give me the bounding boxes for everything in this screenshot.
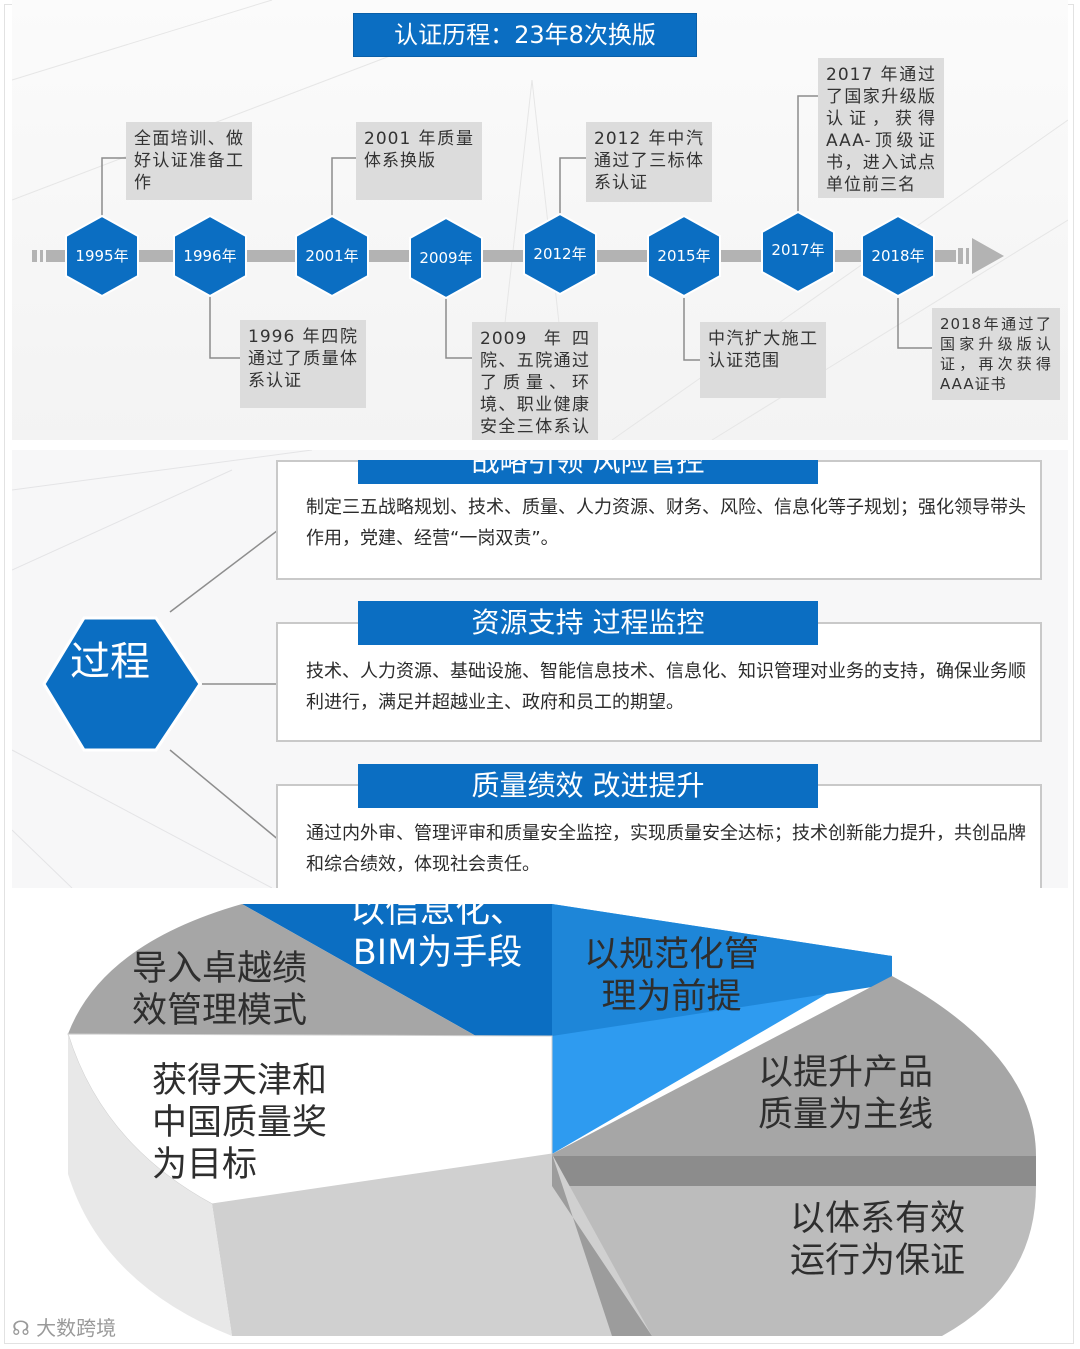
pie-label-line: 以信息化、 xyxy=(350,890,525,932)
watermark: ☊ 大数跨境 xyxy=(12,1312,116,1341)
timeline-note: 中汽扩大施工认证范围 xyxy=(700,322,826,398)
pie-label-line: 以提升产品 xyxy=(758,1052,933,1094)
year-label: 2009年 xyxy=(406,248,486,268)
pie-label-line: 中国质量奖 xyxy=(152,1102,327,1144)
year-label: 2018年 xyxy=(858,246,938,266)
pie-label-line: 效管理模式 xyxy=(132,990,307,1032)
timeline-note: 2012 年中汽通过了三标体系认证 xyxy=(586,122,712,202)
card-title-clip: 战略引领 风险管控 xyxy=(358,460,818,484)
pie-label-line: 质量为主线 xyxy=(758,1094,933,1136)
timeline-arrow-icon xyxy=(972,238,1004,274)
card-title: 质量绩效 改进提升 xyxy=(358,764,818,808)
year-label: 2015年 xyxy=(644,246,724,266)
timeline-note: 2009 年四院、五院通过了质量、环境、职业健康安全三体系认证 xyxy=(472,322,598,440)
watermark-logo-icon: ☊ xyxy=(12,1316,30,1340)
card-title: 战略引领 风险管控 xyxy=(358,460,818,484)
pie-label-line: 以体系有效 xyxy=(790,1198,965,1240)
process-hub-label: 过程 xyxy=(32,638,188,686)
timeline-note: 1996 年四院通过了质量体系认证 xyxy=(240,320,366,408)
pie-label-line: 以规范化管 xyxy=(584,934,759,976)
year-label: 1996年 xyxy=(170,246,250,266)
year-label: 2012年 xyxy=(520,244,600,264)
pie-label-line: 为目标 xyxy=(152,1144,327,1186)
timeline-note: 全面培训、做好认证准备工作 xyxy=(126,122,252,200)
pie-label-line: 获得天津和 xyxy=(152,1060,327,1102)
timeline-title: 认证历程：23年8次换版 xyxy=(354,14,696,56)
card-text: 制定三五战略规划、技术、质量、人力资源、财务、风险、信息化等子规划；强化领导带头… xyxy=(306,492,1026,554)
card-text: 通过内外审、管理评审和质量安全监控，实现质量安全达标；技术创新能力提升，共创品牌… xyxy=(306,818,1026,880)
card-text: 技术、人力资源、基础设施、智能信息技术、信息化、知识管理对业务的支持，确保业务顺… xyxy=(306,656,1026,718)
year-label: 1995年 xyxy=(62,246,142,266)
card-title: 资源支持 过程监控 xyxy=(358,601,818,645)
timeline-note: 2018年通过了国家升级版认证，再次获得AAA证书 xyxy=(932,308,1060,400)
year-label: 2001年 xyxy=(292,246,372,266)
pie-label-excellence: 导入卓越绩 效管理模式 xyxy=(132,948,307,1032)
pie-label-line: 导入卓越绩 xyxy=(132,948,307,990)
watermark-text: 大数跨境 xyxy=(36,1316,116,1340)
pie-label-quality: 以提升产品 质量为主线 xyxy=(758,1052,933,1136)
timeline-note: 2017 年通过了国家升级版认证，获得AAA-顶级证书，进入试点单位前三名 xyxy=(818,58,944,198)
timeline-note: 2001 年质量体系换版 xyxy=(356,122,482,200)
pie-label-line: 理为前提 xyxy=(584,976,759,1018)
pie-label-system: 以体系有效 运行为保证 xyxy=(790,1198,965,1282)
year-label: 2017年 xyxy=(758,240,838,260)
timeline-panel: 认证历程：23年8次换版 1995年 1996年 2001年 2009年 201… xyxy=(12,0,1068,440)
pie-label-digital: 以信息化、 BIM为手段 xyxy=(350,890,525,974)
pie-label-line: 运行为保证 xyxy=(790,1240,965,1282)
pie-label-standard: 以规范化管 理为前提 xyxy=(584,934,759,1018)
pie-label-award: 获得天津和 中国质量奖 为目标 xyxy=(152,1060,327,1186)
pie-label-line: BIM为手段 xyxy=(350,932,525,974)
